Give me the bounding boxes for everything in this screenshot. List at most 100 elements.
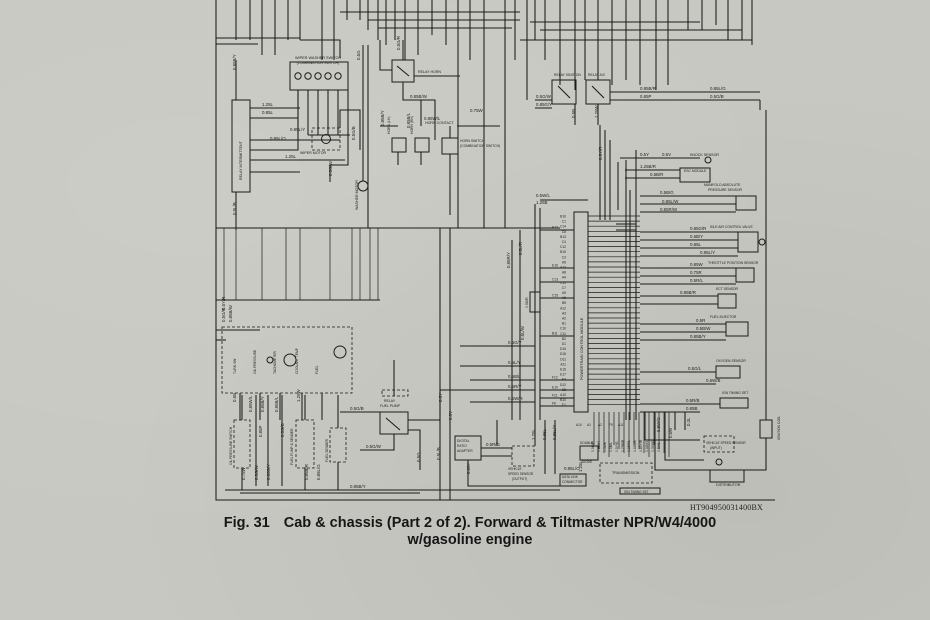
horn-rh [414, 137, 430, 153]
component-label: HORN (RH) [410, 116, 414, 134]
wire [360, 434, 395, 451]
wire-label: 0.85B/W [228, 304, 233, 322]
component-label: DATA LINK [562, 475, 579, 479]
wire-label: 0.85B/R [640, 86, 656, 91]
wire-label: 0.5G/B [351, 126, 356, 140]
pcm-pin-label: C4 [562, 240, 566, 244]
component-label: HORN (LH) [387, 116, 391, 134]
pcm-pin-label: B5 [562, 301, 566, 305]
wire-label: 1.25L [262, 102, 274, 107]
pcm-pin-label: E16 [552, 264, 558, 268]
component-label: TURN SW [233, 358, 237, 374]
wire-label: 0.85B/Y [260, 396, 265, 412]
pcm-pin-label: B13 [560, 235, 566, 239]
pcm-pin-label: E12 [552, 226, 558, 230]
wire-label: 0.85L/Y [552, 425, 557, 440]
pcm-pin-label: A5 [562, 260, 566, 264]
pcm-pin-label: D16 [560, 352, 566, 356]
component-label: RELAY [384, 399, 396, 403]
indicator-lamp [266, 356, 274, 364]
component-label: DOUBLE [580, 441, 593, 445]
component-label: (COMBINATION SWITCH) [297, 61, 340, 65]
wire-label: 0.5Y/R [598, 147, 603, 160]
pcm-block [573, 211, 589, 413]
component-label: WIPER WASHER SWITCH [295, 56, 341, 60]
relay-switch [557, 85, 571, 99]
component-label: IDLE AIR CONTROL VALVE [710, 225, 753, 229]
wire-label: 0.85L/O [564, 466, 580, 471]
switch-contact [304, 72, 312, 80]
component-label: FUEL SENDER [325, 438, 329, 462]
wire-label: 0.85L [262, 110, 274, 115]
wire-label: 0.5V [448, 411, 453, 420]
wire [467, 460, 560, 487]
wire-label: 0.85P [640, 94, 652, 99]
ign-timing-set-2 [619, 487, 661, 495]
wire-label: 0.5B/L [508, 374, 521, 379]
pcm-pin-label: A3 [562, 311, 566, 315]
wire-label: 0.5L/R [518, 242, 523, 255]
wire-label: 0.5G [416, 452, 421, 462]
wire-label: 0.85R/Y [506, 252, 511, 268]
wire [408, 429, 421, 470]
component-label: COOLANT TEMP [295, 347, 299, 374]
relay-switch [396, 65, 410, 77]
pcm-pin-label: C6 [562, 230, 566, 234]
wire-label: 0.85B/W [410, 94, 428, 99]
wire-label: 0.5G/W [536, 94, 552, 99]
fuse-block [381, 389, 409, 397]
wire-label: 0.85L/W [662, 199, 679, 204]
component-label: ADAPTER [457, 449, 473, 453]
wire-label: 0.5G/R [221, 308, 226, 322]
component-label: RELAY A/C [588, 73, 606, 77]
component-label: PRESSURE SENSOR [708, 188, 742, 192]
wire-label: 0.5W [668, 427, 673, 438]
wire-label: 0.75W [470, 108, 484, 113]
tp-sensor [735, 267, 755, 283]
wire-label: 0.85L/Y [290, 127, 305, 132]
wire-label: 0.75B/R [621, 439, 625, 452]
wire-label: 0.85L/B [633, 440, 637, 452]
wire [300, 39, 341, 58]
wire-label: 0.5L/B [436, 447, 441, 460]
component-label: DISTRIBUTOR [716, 483, 741, 487]
pcm-pin-label: C7 [562, 286, 566, 290]
component-label: MANIFOLD ABSOLUTE [704, 183, 741, 187]
wire-label: 0.5G/B [710, 94, 724, 99]
wire-label: 0.85R/L [627, 440, 631, 452]
component-label: SPEED SENSOR [508, 472, 534, 476]
component-label: ESC MODULE [684, 169, 707, 173]
iac-connector [758, 238, 766, 246]
component-label: CONNECTOR [562, 480, 583, 484]
wire-label: 0.5L/Y [508, 360, 521, 365]
pcm-pin-label: A8 [562, 271, 566, 275]
pcm-pin-label: A11 [618, 423, 624, 427]
ignition-coil [759, 419, 773, 439]
component-label: WIPER MOTOR [300, 151, 326, 155]
frame-edge [215, 0, 775, 501]
pcm-pin-label: E16 [560, 368, 566, 372]
wire-label: 0.5L/B [232, 202, 237, 215]
fuel-sender-box [329, 427, 347, 463]
wire-label: 0.5R/G [486, 442, 500, 447]
relay-intermittent [231, 99, 251, 193]
wire-label: 0.5W/Y [597, 440, 601, 452]
wire-label: 0.85R/W [660, 207, 678, 212]
wire-label: 0.5R [696, 318, 705, 323]
wire-label: 0.85W [690, 262, 704, 267]
wire-label: 0.85G/Y [536, 102, 552, 107]
pcm-pin-label: B11 [552, 332, 558, 336]
component-label: DIGITAL [457, 439, 470, 443]
component-label: FUEL [315, 365, 319, 374]
wire-label: 0.85B/L [274, 396, 279, 412]
wire-label: 0.85B/Y [380, 110, 385, 126]
caption-line-1: Cab & chassis (Part 2 of 2). Forward & T… [283, 515, 717, 531]
wire-label: 0.85L/G [316, 464, 321, 480]
transmission [599, 462, 653, 484]
wire-label: 1.25B/R [640, 164, 656, 169]
vss-input-box [703, 435, 735, 453]
pcm-pin-label: A4 [562, 276, 566, 280]
wire-label: 0.5G/W [254, 464, 259, 480]
map-sensor [735, 195, 757, 211]
